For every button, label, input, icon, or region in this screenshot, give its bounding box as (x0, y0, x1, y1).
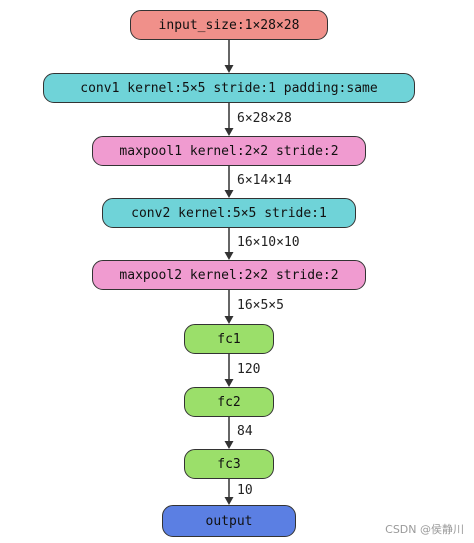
edge-label-8: 10 (237, 483, 253, 498)
fc1-node: fc1 (184, 324, 274, 354)
edge-label-7: 84 (237, 424, 253, 439)
maxpool2-node: maxpool2 kernel:2×2 stride:2 (92, 260, 366, 290)
arrowhead-6 (224, 379, 234, 387)
arrowhead-3 (224, 190, 234, 198)
edge-label-4: 16×10×10 (237, 235, 300, 250)
conv2-node: conv2 kernel:5×5 stride:1 (102, 198, 356, 228)
arrowhead-7 (224, 441, 234, 449)
input-size-node: input_size:1×28×28 (130, 10, 328, 40)
edge-label-2: 6×28×28 (237, 110, 292, 126)
arrowhead-2 (224, 128, 234, 136)
edge-label-5: 16×5×5 (237, 298, 284, 313)
watermark: CSDN @侯静川 (385, 523, 464, 536)
conv1-node: conv1 kernel:5×5 stride:1 padding:same (43, 73, 415, 103)
fc3-node: fc3 (184, 449, 274, 479)
edge-label-6: 120 (237, 361, 261, 377)
edge-label-3: 6×14×14 (237, 173, 292, 188)
arrowhead-8 (224, 497, 234, 505)
arrowhead-5 (224, 316, 234, 324)
fc2-node: fc2 (184, 387, 274, 417)
output-node: output (162, 505, 296, 537)
maxpool1-node: maxpool1 kernel:2×2 stride:2 (92, 136, 366, 166)
arrowhead-4 (224, 252, 234, 260)
arrowhead-1 (224, 65, 234, 73)
